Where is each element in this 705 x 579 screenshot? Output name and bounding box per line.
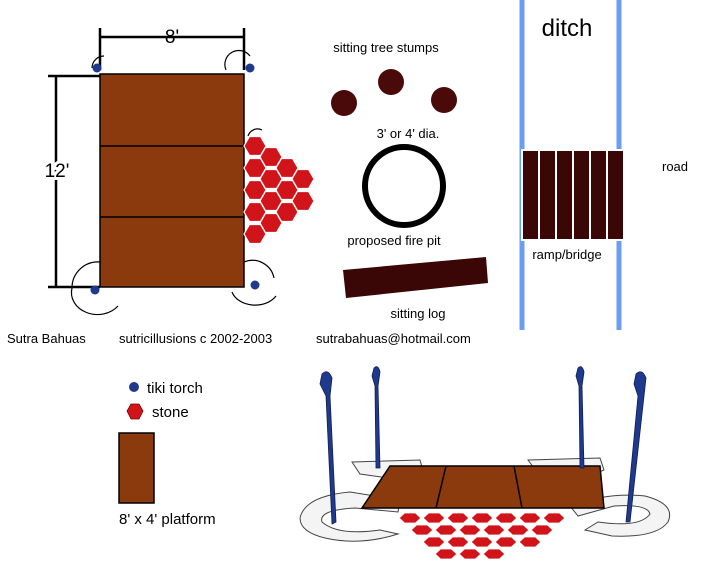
copyright-credit: sutricillusions c 2002-2003: [119, 331, 272, 346]
legend-torch-icon: [129, 382, 139, 392]
tiki-torch-icon: [250, 280, 260, 290]
stone-icon: [434, 524, 458, 536]
sitting-log-icon: [343, 257, 488, 298]
fire-pit-icon: [362, 144, 446, 228]
stump-icon: [378, 69, 404, 95]
stone-icon: [506, 524, 530, 536]
stone-icon: [458, 548, 482, 560]
plan-torches: [90, 63, 260, 295]
perspective-view: [299, 366, 671, 560]
stone-icon: [398, 512, 422, 524]
author-credit: Sutra Bahuas: [7, 331, 86, 346]
stone-icon: [482, 548, 506, 560]
stone-icon: [482, 524, 506, 536]
tree-stumps: [331, 69, 457, 116]
width-dimension-label: 8': [165, 27, 179, 48]
stone-icon: [530, 524, 554, 536]
tiki-torch-icon: [90, 285, 100, 295]
stump-icon: [331, 90, 357, 116]
tiki-torch-icon: [319, 371, 337, 525]
stone-icon: [458, 524, 482, 536]
stone-icon: [470, 536, 494, 548]
corner-arcs: [70, 49, 277, 316]
diameter-label: 3' or 4' dia.: [377, 126, 440, 141]
stone-icon: [410, 524, 434, 536]
tiki-torch-icon: [92, 63, 102, 73]
stone-icon: [518, 512, 542, 524]
tiki-torch-icon: [371, 366, 381, 469]
fire-pit-label: proposed fire pit: [347, 233, 441, 248]
height-dimension: [48, 74, 100, 289]
legend-platform-icon: [118, 432, 155, 504]
stone-icon: [291, 168, 315, 190]
road-label: road: [662, 159, 688, 174]
plan-platform: [99, 73, 245, 288]
stone-icon: [434, 548, 458, 560]
bridge-label: ramp/bridge: [532, 247, 601, 262]
log-label: sitting log: [391, 306, 446, 321]
stone-icon: [291, 190, 315, 212]
height-dimension-label: 12': [45, 161, 70, 182]
stone-icon: [470, 512, 494, 524]
tiki-torch-icon: [625, 371, 647, 523]
stumps-label: sitting tree stumps: [333, 40, 439, 55]
email-credit: sutrabahuas@hotmail.com: [316, 331, 471, 346]
legend-stone-label: stone: [152, 404, 189, 421]
stone-icon: [518, 536, 542, 548]
tiki-torch-icon: [575, 366, 585, 469]
legend-stone-icon: [126, 403, 144, 420]
tiki-torch-icon: [245, 63, 255, 73]
ramp-bridge: [521, 149, 625, 241]
legend-torch-label: tiki torch: [147, 380, 203, 397]
stone-icon: [446, 536, 470, 548]
width-dimension: [98, 28, 246, 70]
stone-icon: [542, 512, 566, 524]
stump-icon: [431, 87, 457, 113]
stone-icon: [422, 512, 446, 524]
stone-icon: [446, 512, 470, 524]
stone-icon: [494, 536, 518, 548]
stone-icon: [494, 512, 518, 524]
ditch-label: ditch: [542, 15, 593, 42]
plan-stones: [243, 135, 315, 245]
legend-platform-label: 8' x 4' platform: [119, 511, 216, 528]
stone-icon: [422, 536, 446, 548]
